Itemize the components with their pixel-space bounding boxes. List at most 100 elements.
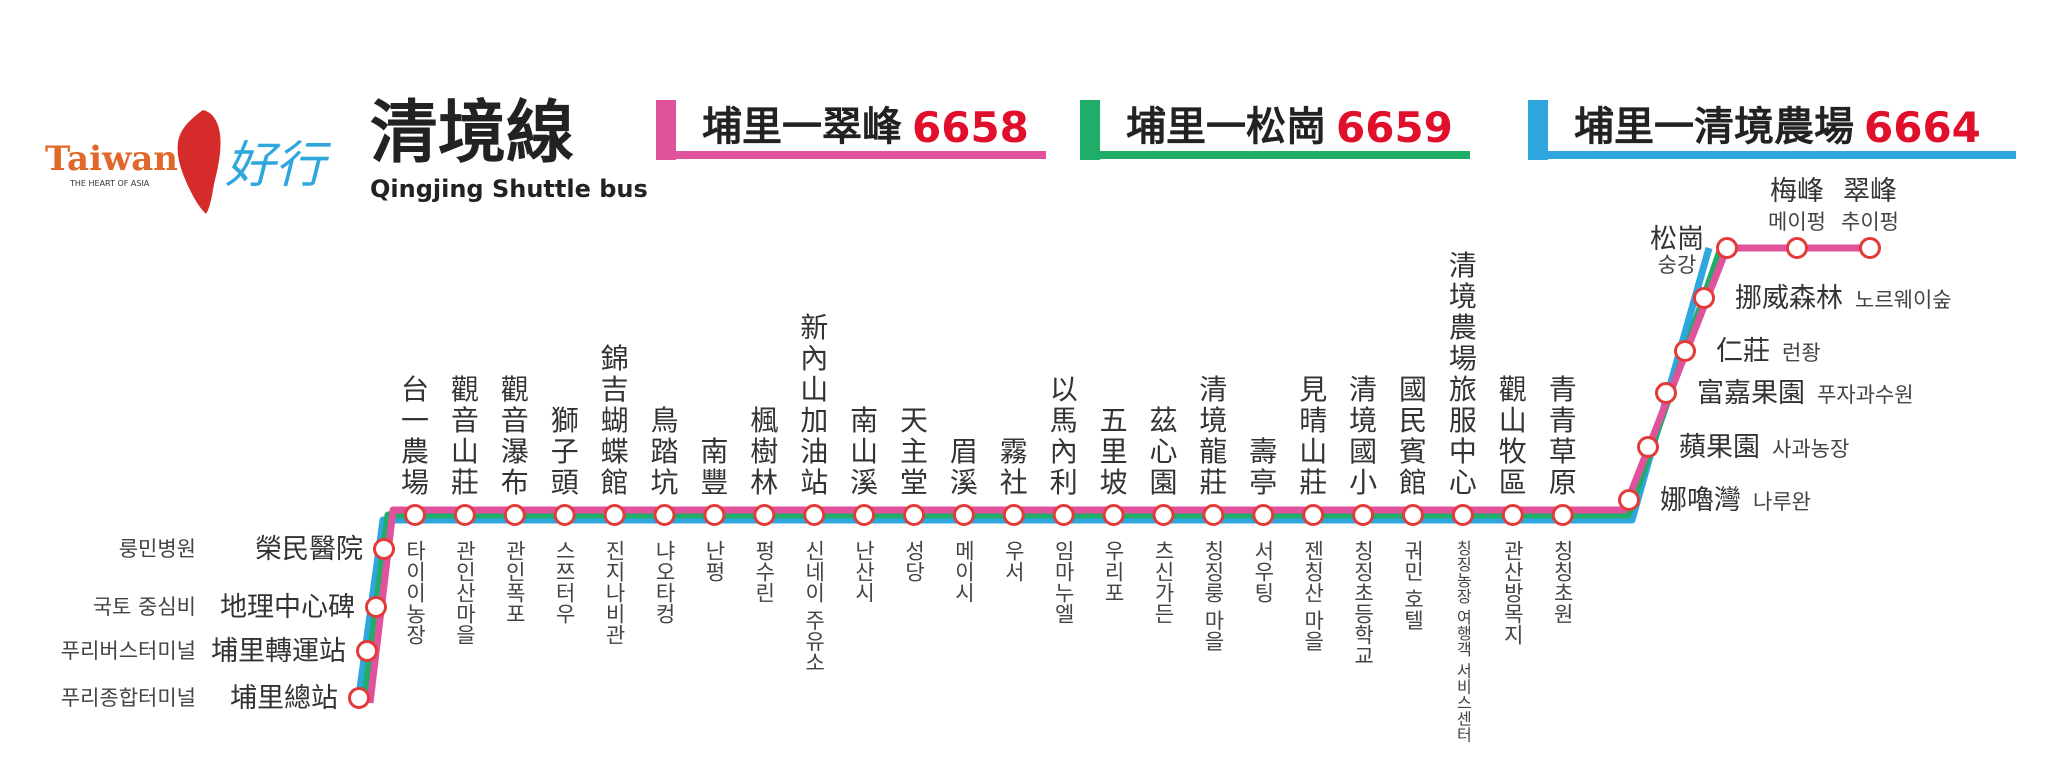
stop-name-ko: 관산방목지 (1501, 540, 1525, 645)
stop-name-ko: 숭강 (1658, 253, 1697, 277)
stop-name-zh: 蘋果園 (1679, 432, 1760, 463)
stop-name-ko: 칭징룽 마을 (1201, 540, 1225, 652)
route-underline (1080, 151, 1470, 159)
title-en: Qingjing Shuttle bus (370, 175, 648, 203)
stop-name-ko: 성당 (902, 540, 926, 582)
stop-name-ko: 스쯔터우 (553, 540, 577, 624)
stop-name-ko: 룽민병원 (119, 537, 196, 561)
stop-name-ko: 펑수린 (752, 540, 776, 603)
taiwan-island-icon (177, 110, 221, 214)
stop-name-zh: 以馬內利 (1050, 373, 1078, 499)
stop-marker (1716, 237, 1738, 259)
stop-marker (653, 504, 676, 526)
stop-name-zh: 見晴山莊 (1299, 373, 1327, 499)
stop-name-zh: 霧社 (1000, 435, 1028, 499)
stop-name-zh: 富嘉果園 (1697, 378, 1805, 409)
stop: 國民賓館 궈민 호텔 (1399, 373, 1427, 631)
stop-name-zh: 埔里轉運站 (211, 636, 346, 667)
title-zh: 清境線 (370, 94, 574, 173)
stop-name-ko: 국토 중심비 (93, 595, 196, 619)
stop-marker (1352, 504, 1375, 526)
route-color-bar (1528, 100, 1548, 160)
stop-marker (1786, 237, 1808, 259)
stop-name-zh: 獅子頭 (551, 404, 579, 499)
stop-name-zh: 錦吉蝴蝶館 (601, 342, 629, 499)
stop-marker (1674, 340, 1696, 362)
stop-marker (1302, 504, 1325, 526)
stop-marker (553, 504, 576, 526)
stop-name-zh: 天主堂 (900, 404, 928, 499)
stop: 埔里轉運站 푸리버스터미널 (61, 636, 378, 667)
stop-name-zh: 清境龍莊 (1199, 373, 1227, 499)
stop-name-zh: 青青草原 (1549, 373, 1577, 499)
stop-marker (503, 504, 526, 526)
stop-marker (1859, 237, 1881, 259)
stop-name-ko: 타이이농장 (403, 540, 427, 645)
stop-name-zh: 翠峰 (1843, 176, 1897, 207)
stop: 霧社 우서 (1000, 435, 1028, 582)
stop-name-ko: 난펑 (702, 540, 726, 582)
stop: 埔里總站 푸리종합터미널 (61, 683, 370, 714)
stop-name-ko: 칭징초등학교 (1351, 540, 1375, 666)
stop-name-ko: 푸자과수원 (1817, 383, 1914, 407)
stop: 清境龍莊 칭징룽 마을 (1199, 373, 1227, 652)
stop-name-ko: 임마누엘 (1052, 540, 1076, 624)
stop-name-zh: 鳥踏坑 (650, 404, 678, 499)
stop-marker (853, 504, 876, 526)
stop-name-zh: 觀山牧區 (1499, 373, 1527, 499)
stop-name-ko: 냐오타컹 (653, 540, 677, 624)
route-color-bar (1080, 100, 1100, 160)
stop-marker (1451, 504, 1474, 526)
stop-marker (404, 504, 426, 526)
stop-name-zh: 埔里總站 (230, 683, 338, 714)
stop-name-zh: 娜嚕灣 (1660, 485, 1741, 516)
stop-name-ko: 관인폭포 (503, 540, 527, 624)
stop: 錦吉蝴蝶館 진지나비관 (601, 342, 629, 645)
stop-marker (1551, 504, 1574, 526)
route-number: 6659 (1336, 103, 1453, 152)
stop-marker (1655, 382, 1677, 404)
stop-marker (348, 687, 370, 709)
stop-name-ko: 칭징농장 여행객 서비스센터 (1453, 540, 1472, 742)
stop-name-ko: 메이시 (952, 540, 976, 603)
stop-name-zh: 國民賓館 (1399, 373, 1427, 499)
route-underline (656, 151, 1046, 159)
stop-name-ko: 푸리종합터미널 (61, 686, 196, 710)
stop-marker (453, 504, 476, 526)
stop-name-ko: 푸리버스터미널 (61, 639, 196, 663)
stop-name-zh: 南山溪 (850, 404, 878, 499)
stop-name-ko: 궈민 호텔 (1401, 540, 1425, 631)
stop-marker (1402, 504, 1424, 526)
stop: 觀山牧區 관산방목지 (1499, 373, 1527, 645)
stop-name-ko: 노르웨이숲 (1855, 288, 1952, 312)
route-name: 埔里一松崗 (1126, 104, 1326, 150)
stop-name-ko: 우서 (1002, 540, 1026, 582)
stop-name-ko: 츠신가든 (1152, 540, 1176, 624)
stop-name-ko: 우리포 (1102, 540, 1126, 603)
stop-marker (1202, 504, 1225, 526)
route-underline (1528, 151, 2016, 159)
stop-marker (803, 504, 826, 526)
route-name: 埔里一翠峰 (702, 104, 902, 150)
stop-marker (1052, 504, 1075, 526)
stop-name-ko: 진지나비관 (603, 540, 627, 645)
stop-name-ko: 나루완 (1753, 490, 1811, 514)
